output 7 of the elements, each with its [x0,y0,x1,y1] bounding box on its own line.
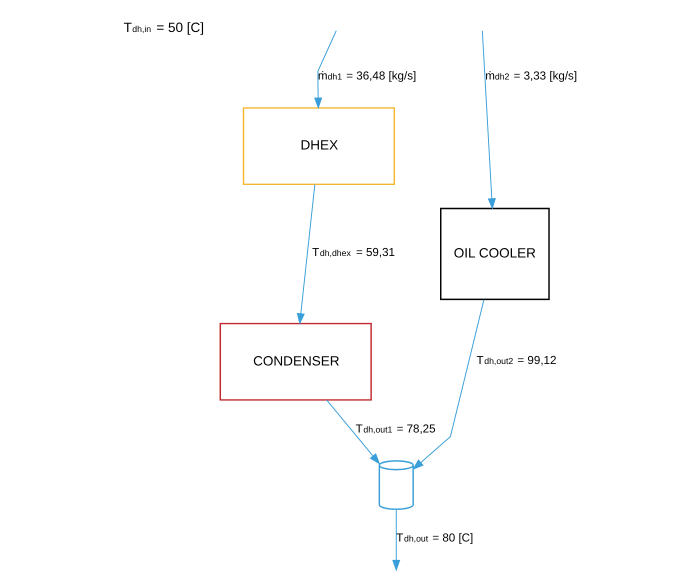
edge-label: Tdh,out2 = 99,12 [476,354,556,367]
edge-label: Tdh,out1 = 78,25 [356,422,436,436]
edge-label: ṁdh1 = 36,48 [kg/s] [318,70,416,83]
edge-label: ṁdh2 = 3,33 [kg/s] [485,70,578,83]
label: Tdh,in = 50 [C] [124,20,204,36]
edge-label: Tdh,out = 80 [C] [396,532,474,545]
edge-label: Tdh,dhex = 59,31 [312,246,395,259]
